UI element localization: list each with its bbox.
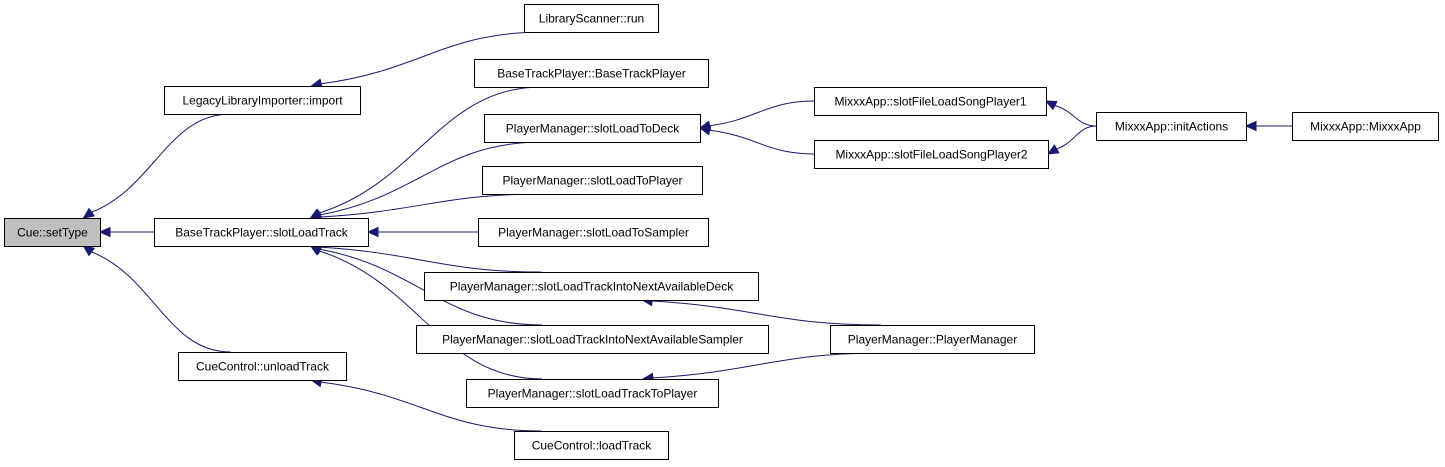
arrowhead [1046,144,1060,155]
node-cue-settype: Cue::setType [4,218,101,247]
edge-line [709,129,815,155]
edge-line [321,381,542,432]
arrowhead [98,226,111,238]
edge-line [91,113,231,213]
node-box [416,325,769,354]
call-edge-pm_ctor-to-pm_tracktoplayer [641,352,882,384]
node-mixxx-ctor[interactable]: MixxxApp::MixxxApp [1292,112,1439,141]
node-label: Cue::setType [17,226,88,240]
node-label: BaseTrackPlayer::slotLoadTrack [175,226,349,240]
node-label: MixxxApp::slotFileLoadSongPlayer1 [834,95,1026,109]
node-label: PlayerManager::slotLoadToPlayer [502,174,682,188]
edge-line [321,31,545,85]
edge-line [1056,125,1097,150]
edge-line [91,251,231,353]
nodes-layer: Cue::setType LegacyLibraryImporter::impor… [4,4,1439,460]
node-box [814,87,1047,116]
call-edge-mixxx_ctor-to-mixxx_initactions [1244,120,1292,132]
node-label: BaseTrackPlayer::BaseTrackPlayer [497,67,686,81]
node-box [484,114,701,143]
node-btp-ctor[interactable]: BaseTrackPlayer::BaseTrackPlayer [474,59,709,88]
node-btp-slotloadtrack[interactable]: BaseTrackPlayer::slotLoadTrack [154,218,369,247]
edges-layer [82,31,1292,432]
node-label: PlayerManager::slotLoadTrackIntoNextAvai… [450,280,734,294]
node-label: PlayerManager::slotLoadTrackIntoNextAvai… [442,333,743,347]
node-pm-loadtosampler[interactable]: PlayerManager::slotLoadToSampler [478,218,709,247]
node-box [4,218,101,247]
node-box [154,218,369,247]
node-box [482,166,703,195]
call-edge-libscanner_run-to-legacy_import [310,31,545,89]
node-box [1292,112,1439,141]
node-pm-ctor[interactable]: PlayerManager::PlayerManager [830,325,1035,354]
node-label: PlayerManager::slotLoadTrackToPlayer [488,387,698,401]
arrowhead [698,125,712,136]
node-label: MixxxApp::slotFileLoadSongPlayer2 [835,148,1027,162]
node-mixxx-fileload1[interactable]: MixxxApp::slotFileLoadSongPlayer1 [814,87,1047,116]
call-edge-btp_slotloadtrack-to-cue_settype [98,226,155,238]
node-pm-nextsampler[interactable]: PlayerManager::slotLoadTrackIntoNextAvai… [416,325,769,354]
node-box [178,352,347,381]
node-label: LegacyLibraryImporter::import [182,94,343,108]
call-edge-legacy_import-to-cue_settype [82,113,231,219]
node-box [1096,112,1247,141]
node-label: CueControl::unloadTrack [196,360,330,374]
edge-line [652,300,881,326]
call-edge-mixxx_initactions-to-mixxx_fileload2 [1046,125,1097,155]
call-edge-pm_nextdeck-to-btp_slotloadtrack [309,241,542,273]
node-label: PlayerManager::PlayerManager [848,333,1017,347]
call-edge-pm_loadtoplayer-to-btp_slotloadtrack [309,193,543,223]
edge-line [320,193,543,218]
arrowhead [82,207,96,219]
node-libscanner-run[interactable]: LibraryScanner::run [524,4,659,33]
node-pm-loadtodeck[interactable]: PlayerManager::slotLoadToDeck [484,114,701,143]
node-pm-nextdeck[interactable]: PlayerManager::slotLoadTrackIntoNextAvai… [424,272,759,301]
node-legacy-import[interactable]: LegacyLibraryImporter::import [164,86,361,115]
arrowhead [1044,100,1058,111]
node-label: LibraryScanner::run [539,12,644,26]
call-edge-mixxx_initactions-to-mixxx_fileload1 [1044,100,1097,127]
node-pm-loadtoplayer[interactable]: PlayerManager::slotLoadToPlayer [482,166,703,195]
node-box [466,379,719,408]
node-box [164,86,361,115]
edge-line [319,250,543,380]
node-mixxx-initactions[interactable]: MixxxApp::initActions [1096,112,1247,141]
node-box [814,140,1049,169]
node-box [474,59,709,88]
node-label: MixxxApp::initActions [1115,120,1228,134]
node-label: PlayerManager::slotLoadToDeck [506,122,680,136]
node-cuecontrol-unload[interactable]: CueControl::unloadTrack [178,352,347,381]
node-box [514,431,669,460]
edge-line [320,246,542,273]
call-edge-cuecontrol_unload-to-cue_settype [82,245,231,353]
edge-line [319,86,542,214]
node-pm-tracktoplayer[interactable]: PlayerManager::slotLoadTrackToPlayer [466,379,719,408]
arrowhead [1244,120,1257,132]
node-box [478,218,709,247]
node-box [424,272,759,301]
node-box [830,325,1035,354]
node-mixxx-fileload2[interactable]: MixxxApp::slotFileLoadSongPlayer2 [814,140,1049,169]
arrowhead [309,245,323,256]
arrowhead [366,226,379,238]
node-box [524,4,659,33]
node-label: PlayerManager::slotLoadToSampler [498,226,689,240]
call-edge-mixxx_fileload2-to-pm_loadtodeck [698,125,815,155]
arrowhead [82,245,96,257]
edge-line [1054,104,1097,127]
call-edge-pm_loadtosampler-to-btp_slotloadtrack [366,226,479,238]
edge-line [709,100,815,127]
call-edge-mixxx_fileload1-to-pm_loadtodeck [698,100,815,131]
node-label: CueControl::loadTrack [532,439,653,453]
node-label: MixxxApp::MixxxApp [1310,120,1421,134]
edge-line [320,141,543,216]
edge-line [652,352,882,379]
node-cuecontrol-load[interactable]: CueControl::loadTrack [514,431,669,460]
